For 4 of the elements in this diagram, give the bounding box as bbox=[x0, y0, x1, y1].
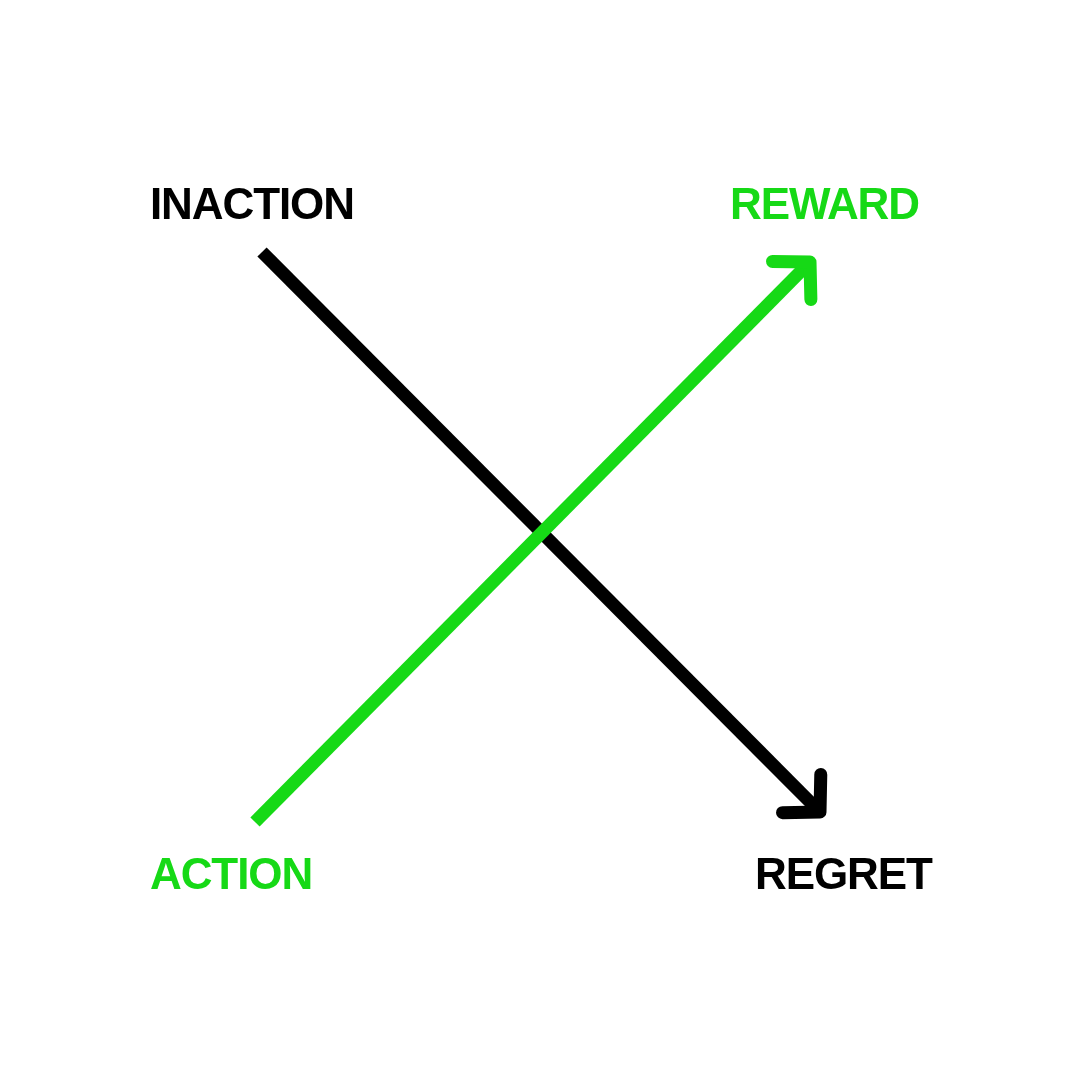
node-label: ACTION bbox=[150, 850, 313, 898]
node-label: INACTION bbox=[150, 180, 354, 228]
node-label: REWARD bbox=[730, 180, 919, 228]
node-label: REGRET bbox=[755, 850, 932, 898]
